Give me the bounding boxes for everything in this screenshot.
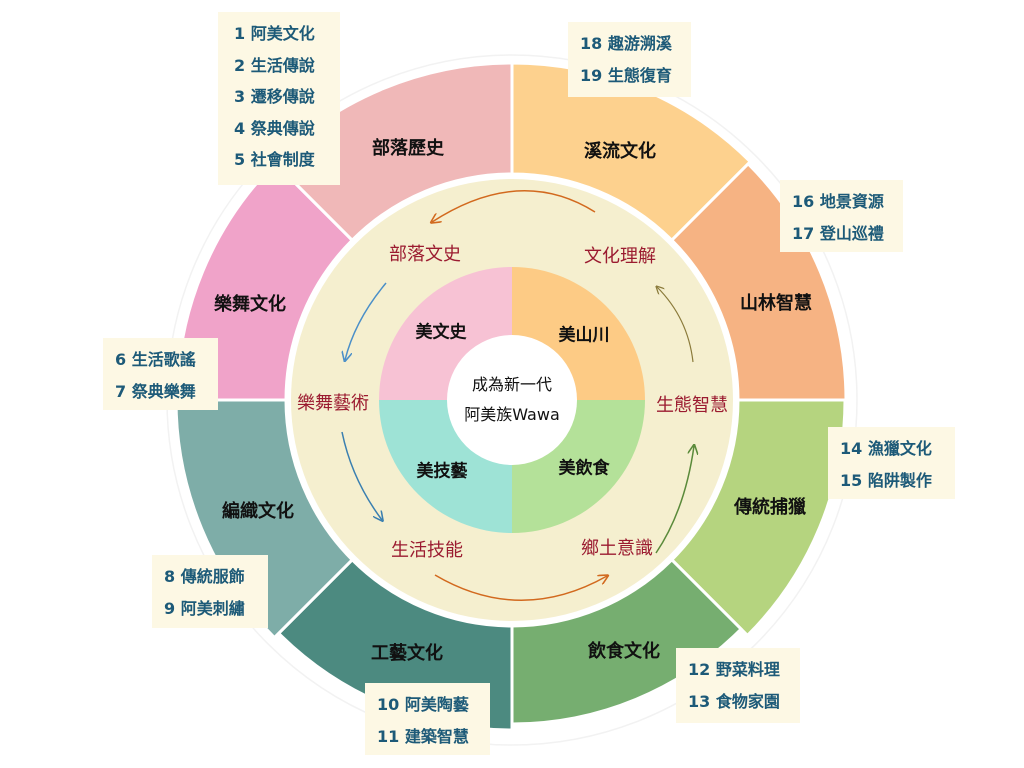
topic-box-food: 12 野菜料理 13 食物家園 [676,648,800,723]
outer-label-stream: 溪流文化 [584,141,656,162]
topic-item: 14 漁獵文化 [840,439,932,458]
middle-label-tribal-history: 部落文史 [389,244,461,265]
middle-label-local-awareness: 鄉土意識 [581,538,653,559]
topic-item: 12 野菜料理 [688,660,780,679]
arrow-skills-to-local [434,575,607,601]
arrow-ecology-to-culture [657,287,694,363]
topic-item: 2 生活傳說 [234,55,315,75]
middle-label-life-skills: 生活技能 [391,540,463,561]
arrow-history-to-dance [345,282,387,360]
center-line-1: 成為新一代 [471,375,553,394]
inner-label-culture-history: 美文史 [415,322,467,343]
topic-item: 16 地景資源 [792,192,884,211]
topic-box-stream: 18 趣游溯溪 19 生態復育 [568,22,691,97]
topic-item: 10 阿美陶藝 [377,695,469,714]
topic-item: 3 遷移傳說 [234,87,315,106]
arrow-dance-to-skills [341,431,382,520]
inner-label-mountains-rivers: 美山川 [558,325,610,346]
inner-label-crafts: 美技藝 [416,461,468,482]
topic-item: 11 建築智慧 [377,726,469,746]
topic-item: 9 阿美刺繡 [164,598,245,618]
topic-box-dance: 6 生活歌謠 7 祭典樂舞 [103,338,218,410]
inner-label-food: 美飲食 [558,458,610,479]
topic-item: 4 祭典傳說 [234,118,315,138]
topic-item: 8 傳統服飾 [164,567,245,586]
arrow-local-to-ecology [655,446,694,554]
topic-box-weaving: 8 傳統服飾 9 阿美刺繡 [152,555,268,628]
outer-label-history: 部落歷史 [372,138,444,159]
middle-label-cultural-understanding: 文化理解 [584,246,656,267]
outer-label-food: 飲食文化 [588,641,660,662]
center-line-2: 阿美族Wawa [464,405,560,424]
topic-box-forest: 16 地景資源 17 登山巡禮 [780,180,903,252]
outer-label-forest: 山林智慧 [740,293,812,314]
topic-item: 15 陷阱製作 [840,470,932,490]
topic-item: 6 生活歌謠 [115,350,196,369]
outer-label-dance: 樂舞文化 [214,294,286,315]
topic-item: 7 祭典樂舞 [115,381,196,401]
topic-box-craft: 10 阿美陶藝 11 建築智慧 [365,683,490,755]
topic-item: 1 阿美文化 [234,24,315,43]
topic-item: 19 生態復育 [580,65,672,85]
outer-label-hunting: 傳統捕獵 [734,497,806,518]
outer-label-craft: 工藝文化 [371,643,443,664]
topic-box-hunting: 14 漁獵文化 15 陷阱製作 [828,427,955,499]
arrow-culture-to-history [432,190,596,222]
middle-label-eco-wisdom: 生態智慧 [656,395,728,416]
topic-item: 18 趣游溯溪 [580,34,672,53]
center-circle [447,335,577,465]
middle-label-dance-arts: 樂舞藝術 [297,393,369,414]
topic-item: 17 登山巡禮 [792,223,884,243]
topic-box-history: 1 阿美文化 2 生活傳說 3 遷移傳說 4 祭典傳說 5 社會制度 [218,12,340,185]
topic-item: 13 食物家園 [688,691,780,711]
topic-item: 5 社會制度 [234,150,315,169]
outer-label-weaving: 編織文化 [222,501,294,522]
